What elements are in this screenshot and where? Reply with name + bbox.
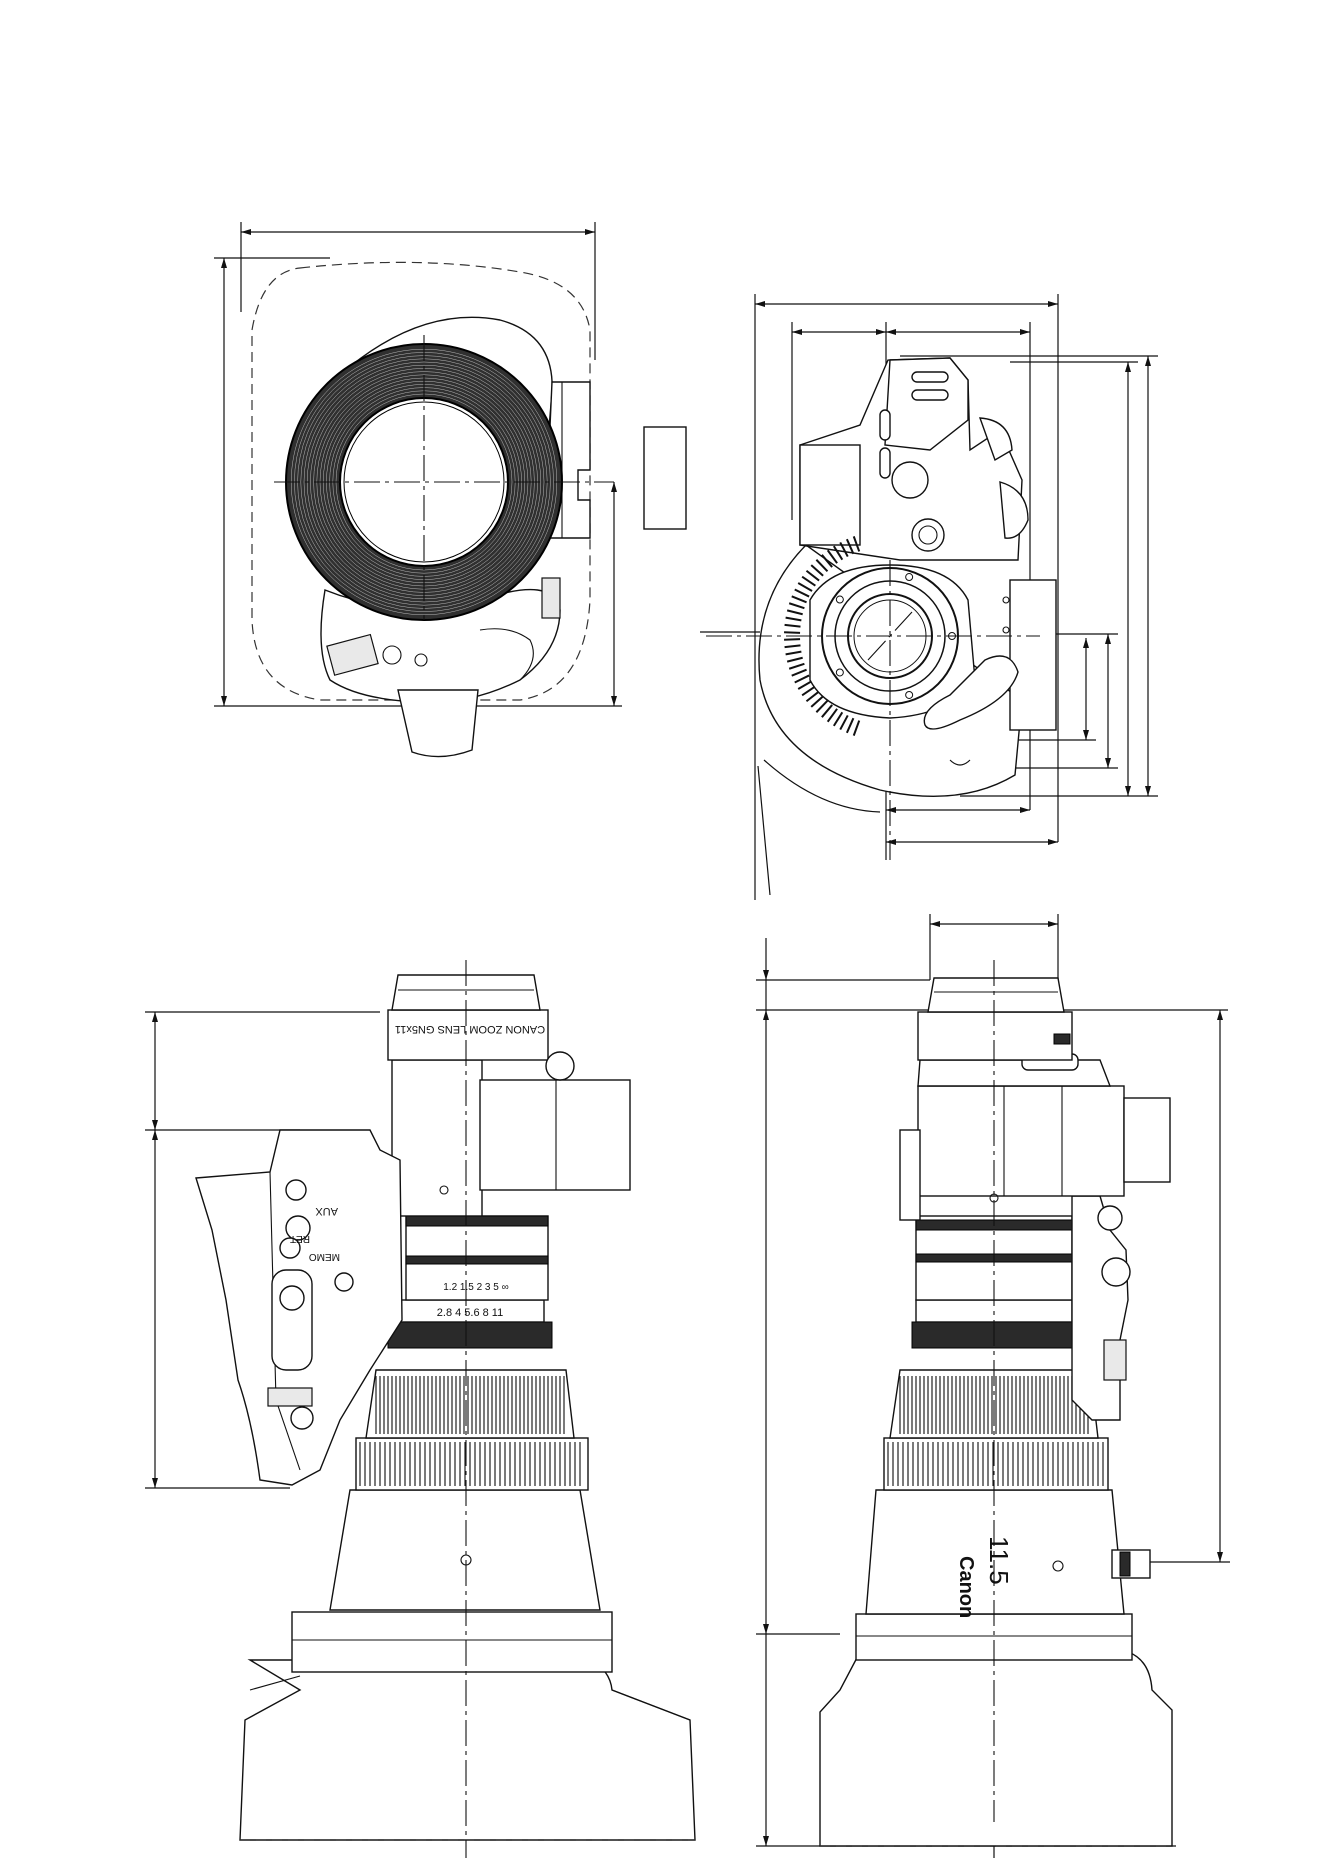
right-servo: [1072, 1196, 1128, 1420]
right-side-view: Canon 11.5: [756, 914, 1230, 1858]
left-lens-name: CANON ZOOM LENS GN5x11: [395, 1023, 545, 1035]
brand-logo: Canon: [955, 1556, 977, 1618]
btn-memo-label: MEMO: [309, 1251, 340, 1262]
front-grip-knob: [398, 690, 478, 757]
btn-aux-label: AUX: [315, 1205, 338, 1217]
btn-ret-label: RET: [290, 1233, 310, 1244]
side-plate: [644, 427, 686, 529]
front-view: [214, 222, 686, 757]
model-mark: 11.5: [984, 1536, 1014, 1585]
rear-view: [700, 294, 1158, 900]
left-front-barrel: [330, 1490, 600, 1610]
right-hood: [820, 1652, 1172, 1846]
left-ring-scale-b: 2.8 4 5.6 8 11: [437, 1307, 503, 1319]
left-side-view: 2.8 4 5.6 8 11 1.2 1.5 2 3 5 ∞ CANON ZOO…: [145, 960, 695, 1858]
left-hood: [240, 1660, 695, 1840]
left-ring-scale-a: 1.2 1.5 2 3 5 ∞: [443, 1282, 509, 1293]
